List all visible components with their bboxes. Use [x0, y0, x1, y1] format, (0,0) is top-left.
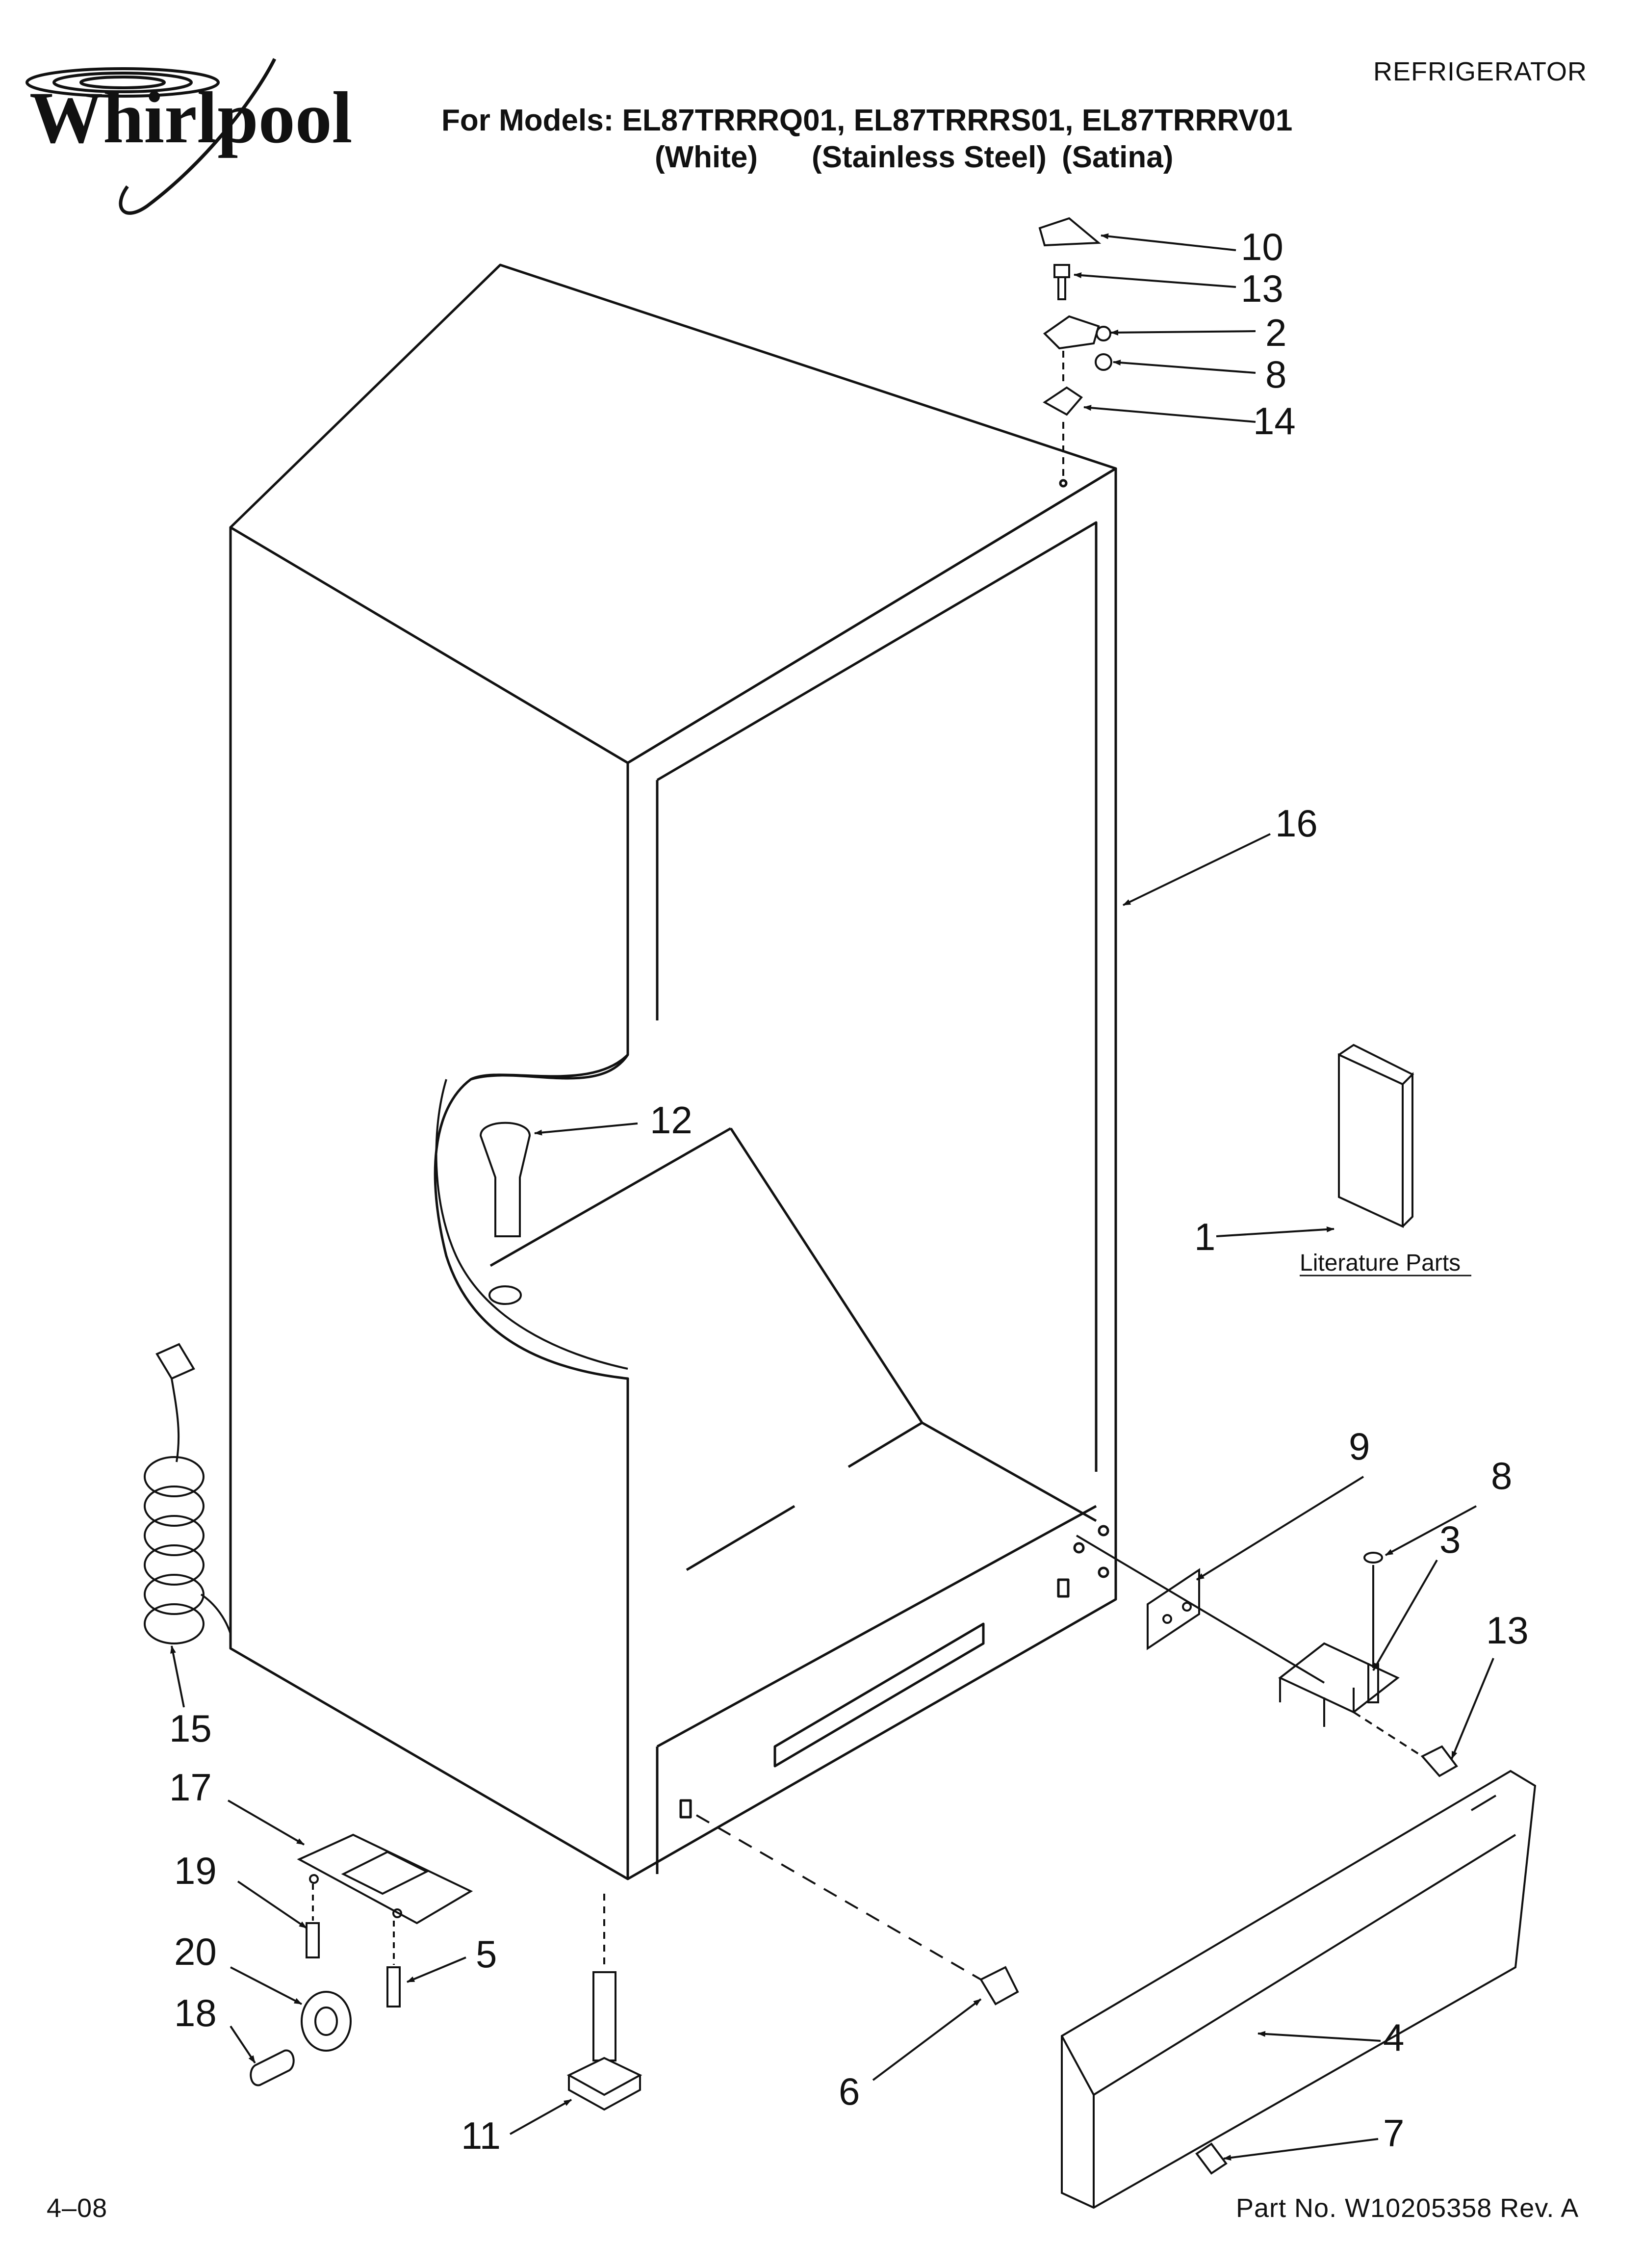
leveling-leg — [566, 1894, 642, 2111]
variant-stainless: (Stainless Steel) — [812, 140, 1047, 174]
callout-19: 19 — [174, 1849, 217, 1892]
category-label: REFRIGERATOR — [1373, 57, 1588, 86]
top-hinge — [1043, 315, 1100, 350]
callout-20: 20 — [174, 1930, 217, 1973]
grille-screw — [1195, 2142, 1228, 2175]
variant-satina: (Satina) — [1062, 140, 1174, 174]
cabinet-outline — [229, 263, 1117, 1880]
callout-4: 4 — [1383, 2016, 1404, 2059]
plate-screw — [306, 1922, 320, 1958]
callout-16: 16 — [1275, 802, 1318, 845]
callout-15: 15 — [169, 1707, 212, 1750]
whirlpool-logo: Whirlpool — [29, 77, 352, 158]
washer-lower — [1363, 1552, 1383, 1564]
callout-8-lower: 8 — [1491, 1454, 1512, 1497]
leveling-plate — [297, 1833, 473, 1925]
callout-18: 18 — [174, 1991, 217, 2034]
literature-booklet — [1338, 1053, 1404, 1228]
hinge-cover — [1038, 217, 1102, 247]
roller — [301, 1991, 352, 2052]
literature-label: Literature Parts — [1300, 1250, 1461, 1276]
grille-clip — [979, 1966, 1019, 2006]
bracket — [1147, 1568, 1200, 1650]
callout-17: 17 — [169, 1766, 212, 1809]
callout-10: 10 — [1241, 225, 1283, 268]
footer-part-number: Part No. W10205358 Rev. A — [1236, 2193, 1579, 2223]
callout-3: 3 — [1439, 1518, 1461, 1561]
callout-12: 12 — [650, 1098, 693, 1142]
power-cord — [144, 1343, 231, 1644]
toe-grille — [1061, 1770, 1537, 2209]
callout-8-top: 8 — [1265, 353, 1286, 396]
callout-2: 2 — [1265, 311, 1286, 354]
callout-11: 11 — [461, 2114, 501, 2157]
footer-date: 4–08 — [47, 2193, 108, 2223]
hinge-shim — [1043, 386, 1083, 416]
callout-13-lower: 13 — [1486, 1609, 1529, 1652]
callout-7: 7 — [1383, 2112, 1404, 2155]
lower-hinge — [1278, 1642, 1400, 1714]
drain-tube — [479, 1121, 531, 1237]
hinge-washer — [1095, 353, 1112, 371]
roller-axle — [250, 2049, 295, 2086]
whirlpool-swirl-icon — [26, 58, 277, 215]
variant-white: (White) — [655, 140, 758, 174]
callout-6: 6 — [839, 2070, 860, 2113]
plate-screw-2 — [386, 1966, 401, 2007]
callout-1: 1 — [1194, 1215, 1215, 1258]
callout-14: 14 — [1253, 399, 1296, 443]
models-line: For Models: EL87TRRRQ01, EL87TRRRS01, EL… — [441, 104, 1293, 137]
callout-13-top: 13 — [1241, 267, 1283, 310]
callout-9: 9 — [1349, 1425, 1370, 1468]
hinge-screw-lower — [1420, 1745, 1458, 1777]
callout-5: 5 — [476, 1932, 497, 1976]
hinge-screw — [1053, 264, 1070, 300]
